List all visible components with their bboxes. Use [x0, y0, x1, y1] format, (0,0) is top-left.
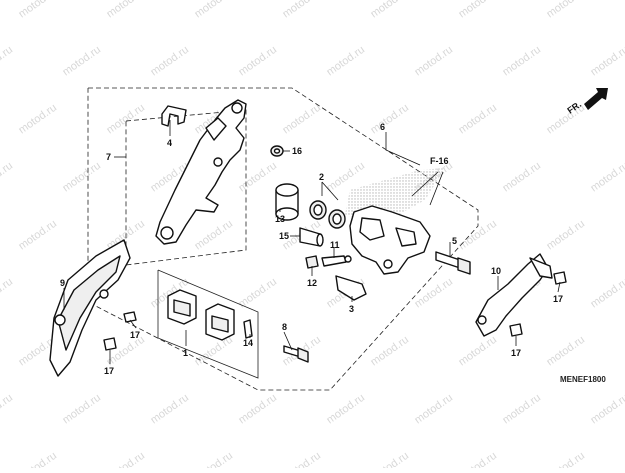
callout-12: 12 [307, 278, 317, 288]
watermark-text: motod.ru [280, 0, 322, 20]
front-arrow-icon [584, 88, 608, 110]
callout-7: 7 [106, 152, 111, 162]
callout-8: 8 [282, 322, 287, 332]
watermark-text: motod.ru [412, 392, 454, 427]
watermark-text: motod.ru [500, 392, 542, 427]
callout-6: 6 [380, 122, 385, 132]
watermark-text: motod.ru [148, 392, 190, 427]
watermark-text: motod.ru [280, 102, 322, 137]
watermark-text: motod.ru [368, 102, 410, 137]
caliper-bracket [155, 99, 247, 245]
callout-4: 4 [167, 138, 172, 148]
watermark-text: motod.ru [104, 450, 146, 468]
watermark-text: motod.ru [500, 44, 542, 79]
watermark-text: motod.ru [60, 392, 102, 427]
watermark-text: motod.ru [368, 450, 410, 468]
watermark-text: motod.ru [236, 160, 278, 195]
callout-17-a: 17 [130, 330, 140, 340]
watermark-text: motod.ru [0, 44, 15, 79]
callout-17-b: 17 [104, 366, 114, 376]
callouts: 1 2 3 4 5 6 7 8 9 10 11 12 13 14 15 16 1… [60, 122, 563, 376]
callout-14: 14 [243, 338, 253, 348]
callout-5: 5 [452, 236, 457, 246]
watermark-text: motod.ru [544, 0, 586, 20]
pad-spring [335, 275, 367, 301]
brake-pads [167, 289, 235, 341]
watermark-text: motod.ru [0, 392, 15, 427]
watermark-text: motod.ru [412, 276, 454, 311]
retainer-clip [161, 105, 187, 127]
piston [275, 183, 299, 221]
pin-boot [270, 145, 284, 157]
watermark-text: motod.ru [60, 44, 102, 79]
watermark-text: motod.ru [16, 450, 58, 468]
pad-pin [435, 251, 471, 275]
watermark-text: motod.ru [544, 218, 586, 253]
watermark-text: motod.ru [104, 0, 146, 20]
watermark-text: motod.ru [588, 392, 625, 427]
watermark-text: motod.ru [500, 160, 542, 195]
watermark-text: motod.ru [16, 0, 58, 20]
pin-bolt [283, 345, 309, 363]
watermark-text: motod.ru [192, 0, 234, 20]
watermark-text: motod.ru [368, 0, 410, 20]
bolt-lower-left [103, 337, 117, 351]
caliper-body [349, 205, 431, 275]
bleeder-cap [305, 255, 319, 269]
watermark-text: motod.ru [60, 160, 102, 195]
watermark-text: motod.ru [544, 334, 586, 369]
watermark-text: motod.ru [324, 392, 366, 427]
watermark-text: motod.ru [456, 0, 498, 20]
callout-17-d: 17 [511, 348, 521, 358]
piston-seals [309, 200, 346, 229]
pin-clip [243, 319, 253, 339]
assembly-boundary [87, 87, 479, 391]
watermark-text: motod.ru [16, 102, 58, 137]
callout-16: 16 [292, 146, 302, 156]
watermark-text: motod.ru [324, 44, 366, 79]
watermark-text: motod.ru [192, 334, 234, 369]
callout-3: 3 [349, 304, 354, 314]
watermark-text: motod.ru [368, 334, 410, 369]
watermark-text: motod.ru [456, 334, 498, 369]
watermark-text: motod.ru [456, 218, 498, 253]
watermark-text: motod.ru [588, 276, 625, 311]
watermark-text: motod.ru [192, 218, 234, 253]
watermark-text: motod.ru [192, 450, 234, 468]
callout-17-c: 17 [553, 294, 563, 304]
diagram-code: MENEF1800 [560, 375, 606, 384]
callout-2: 2 [319, 172, 324, 182]
watermark-text: motod.ru [236, 392, 278, 427]
bolt-lower-right [509, 323, 523, 337]
watermark-text: motod.ru [412, 44, 454, 79]
callout-13: 13 [275, 214, 285, 224]
callout-9: 9 [60, 278, 65, 288]
watermark-text: motod.ru [16, 218, 58, 253]
watermark-text: motod.ru [280, 450, 322, 468]
bolt-upper-right [553, 271, 567, 285]
watermark-text: motod.ru [236, 44, 278, 79]
caliper-guard-right [475, 253, 553, 337]
watermark-text: motod.ru [456, 450, 498, 468]
callout-1: 1 [183, 348, 188, 358]
callout-11: 11 [330, 240, 340, 250]
watermark-text: motod.ru [0, 276, 15, 311]
watermark-text: motod.ru [456, 102, 498, 137]
leader-lines [63, 120, 561, 364]
watermark-text: motod.ru [588, 44, 625, 79]
reference-label: F-16 [430, 156, 449, 166]
callout-10: 10 [491, 266, 501, 276]
watermark-text: motod.ru [148, 44, 190, 79]
bleeder-valve [321, 255, 352, 267]
bolt-upper-left [123, 311, 137, 323]
watermark-text: motod.ru [0, 160, 15, 195]
caliper-guard [49, 239, 131, 377]
caliper-pin-boot [299, 227, 324, 247]
bracket-group-boundary [125, 109, 247, 266]
callout-15: 15 [279, 231, 289, 241]
watermark-text: motod.ru [588, 160, 625, 195]
pad-group-box [157, 269, 259, 379]
watermark-text: motod.ru [544, 450, 586, 468]
